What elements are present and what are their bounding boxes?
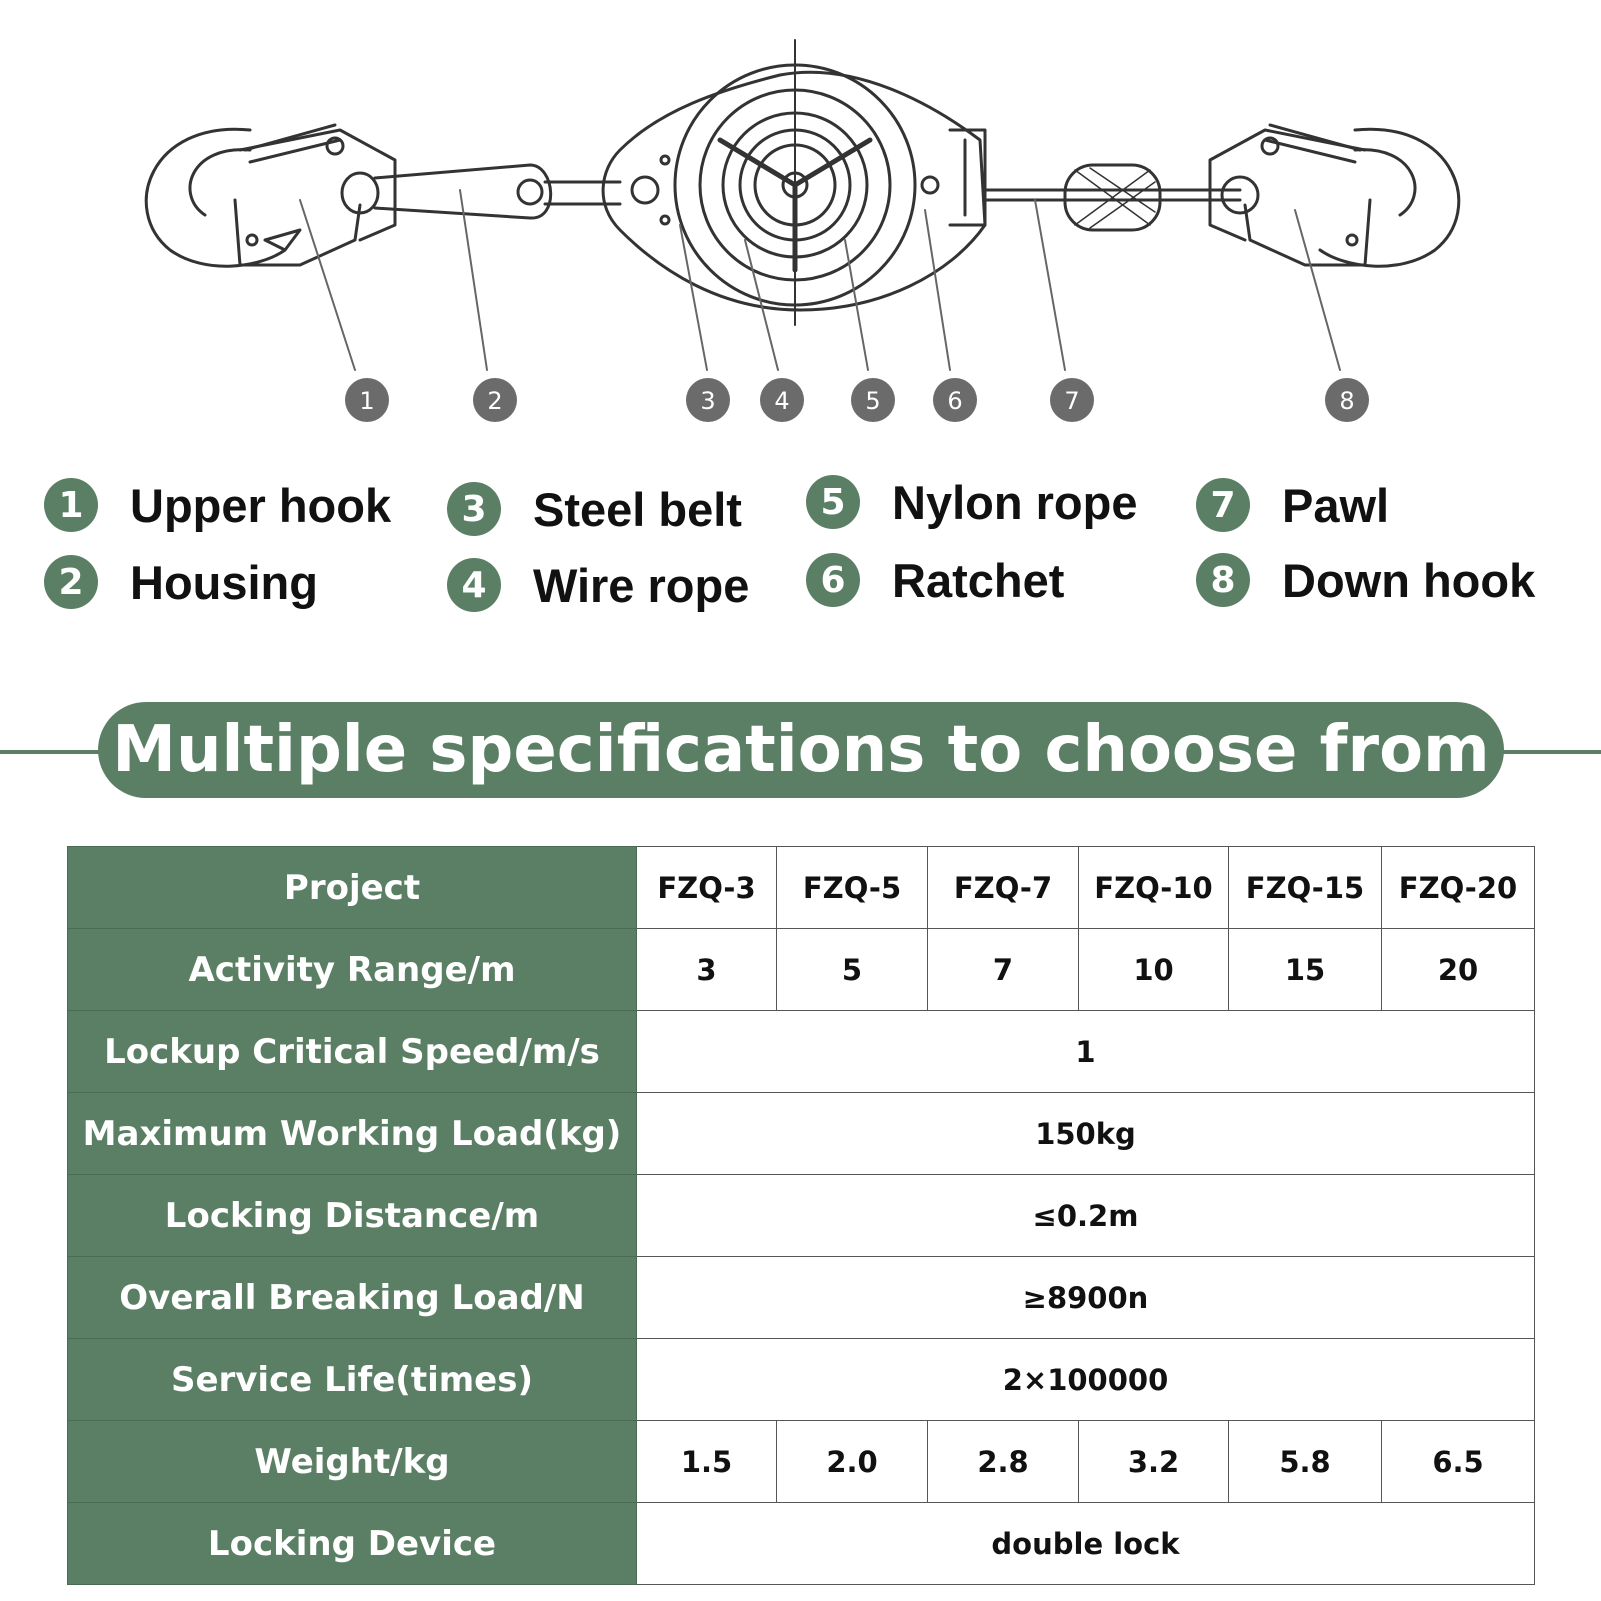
svg-text:7: 7 <box>1064 387 1079 415</box>
table-row-project: Project FZQ-3 FZQ-5 FZQ-7 FZQ-10 FZQ-15 … <box>67 846 1535 929</box>
row-header: Project <box>67 846 637 929</box>
value-cell: 1 <box>636 1010 1535 1093</box>
table-row-service-life: Service Life(times) 2×100000 <box>67 1338 1535 1421</box>
banner-line-right <box>1490 750 1601 754</box>
legend-number-badge: 7 <box>1196 478 1250 532</box>
banner-line-left <box>0 750 110 754</box>
value-cell: 20 <box>1381 928 1535 1011</box>
row-header: Service Life(times) <box>67 1338 637 1421</box>
row-header: Locking Distance/m <box>67 1174 637 1257</box>
specification-table: Project FZQ-3 FZQ-5 FZQ-7 FZQ-10 FZQ-15 … <box>67 846 1535 1585</box>
legend-label: Steel belt <box>533 482 742 536</box>
legend-number-badge: 2 <box>44 555 98 609</box>
legend-item-nylon-rope: 5 Nylon rope <box>806 472 1137 532</box>
table-row-activity-range: Activity Range/m 3 5 7 10 15 20 <box>67 928 1535 1011</box>
wire-rope-drawing <box>983 163 1242 232</box>
model-cell: FZQ-5 <box>776 846 928 929</box>
value-cell: 5.8 <box>1228 1420 1382 1503</box>
callout-4: 4 <box>760 378 804 422</box>
row-header: Maximum Working Load(kg) <box>67 1092 637 1175</box>
legend-label: Housing <box>130 555 318 609</box>
table-row-lockup-speed: Lockup Critical Speed/m/s 1 <box>67 1010 1535 1093</box>
callout-3: 3 <box>686 378 730 422</box>
callout-1: 1 <box>345 378 389 422</box>
value-cell: 3.2 <box>1078 1420 1229 1503</box>
row-header: Overall Breaking Load/N <box>67 1256 637 1339</box>
svg-text:4: 4 <box>774 387 789 415</box>
value-cell: 5 <box>776 928 928 1011</box>
legend-number-badge: 5 <box>806 475 860 529</box>
legend-label: Pawl <box>1282 478 1390 532</box>
model-cell: FZQ-3 <box>636 846 777 929</box>
model-cell: FZQ-7 <box>927 846 1079 929</box>
value-cell: 6.5 <box>1381 1420 1535 1503</box>
legend-item-pawl: 7 Pawl <box>1196 475 1389 535</box>
down-hook-drawing <box>1208 123 1461 268</box>
svg-text:3: 3 <box>700 387 715 415</box>
fall-arrester-diagram: 1 2 3 4 5 6 7 8 <box>144 39 1461 422</box>
main-body-drawing <box>601 39 987 326</box>
value-cell: 2.8 <box>927 1420 1079 1503</box>
table-row-breaking-load: Overall Breaking Load/N ≥8900n <box>67 1256 1535 1339</box>
row-header: Locking Device <box>67 1502 637 1585</box>
legend-number-badge: 3 <box>447 482 501 536</box>
value-cell: double lock <box>636 1502 1535 1585</box>
value-cell: 2×100000 <box>636 1338 1535 1421</box>
housing-link-drawing <box>340 163 622 220</box>
value-cell: ≥8900n <box>636 1256 1535 1339</box>
model-cell: FZQ-20 <box>1381 846 1535 929</box>
callout-7: 7 <box>1050 378 1094 422</box>
table-row-weight: Weight/kg 1.5 2.0 2.8 3.2 5.8 6.5 <box>67 1420 1535 1503</box>
legend-label: Down hook <box>1282 553 1536 607</box>
value-cell: ≤0.2m <box>636 1174 1535 1257</box>
legend-item-housing: 2 Housing <box>44 552 318 612</box>
callout-5: 5 <box>851 378 895 422</box>
value-cell: 10 <box>1078 928 1229 1011</box>
table-row-locking-distance: Locking Distance/m ≤0.2m <box>67 1174 1535 1257</box>
legend-item-steel-belt: 3 Steel belt <box>447 479 742 539</box>
upper-hook-drawing <box>144 123 397 268</box>
svg-text:8: 8 <box>1339 387 1354 415</box>
row-header: Lockup Critical Speed/m/s <box>67 1010 637 1093</box>
value-cell: 1.5 <box>636 1420 777 1503</box>
leader-lines <box>299 189 1341 371</box>
legend-label: Upper hook <box>130 478 392 532</box>
legend-label: Ratchet <box>892 553 1065 607</box>
legend-number-badge: 6 <box>806 553 860 607</box>
svg-text:5: 5 <box>865 387 880 415</box>
callout-6: 6 <box>933 378 977 422</box>
model-cell: FZQ-15 <box>1228 846 1382 929</box>
value-cell: 3 <box>636 928 777 1011</box>
legend-item-down-hook: 8 Down hook <box>1196 550 1535 610</box>
legend-label: Wire rope <box>533 558 750 612</box>
legend-item-upper-hook: 1 Upper hook <box>44 475 391 535</box>
legend-number-badge: 1 <box>44 478 98 532</box>
table-row-max-load: Maximum Working Load(kg) 150kg <box>67 1092 1535 1175</box>
section-banner: Multiple specifications to choose from <box>98 702 1504 798</box>
svg-text:1: 1 <box>359 387 374 415</box>
parts-legend: 1 Upper hook 2 Housing 3 Steel belt 4 Wi… <box>0 475 1601 635</box>
row-header: Activity Range/m <box>67 928 637 1011</box>
diagram-callouts: 1 2 3 4 5 6 7 8 <box>345 378 1369 422</box>
svg-text:6: 6 <box>947 387 962 415</box>
value-cell: 2.0 <box>776 1420 928 1503</box>
svg-text:2: 2 <box>487 387 502 415</box>
legend-item-ratchet: 6 Ratchet <box>806 550 1064 610</box>
value-cell: 7 <box>927 928 1079 1011</box>
callout-8: 8 <box>1325 378 1369 422</box>
value-cell: 15 <box>1228 928 1382 1011</box>
table-row-locking-device: Locking Device double lock <box>67 1502 1535 1585</box>
callout-2: 2 <box>473 378 517 422</box>
value-cell: 150kg <box>636 1092 1535 1175</box>
model-cell: FZQ-10 <box>1078 846 1229 929</box>
legend-number-badge: 4 <box>447 558 501 612</box>
legend-label: Nylon rope <box>892 475 1138 529</box>
legend-item-wire-rope: 4 Wire rope <box>447 555 749 615</box>
legend-number-badge: 8 <box>1196 553 1250 607</box>
row-header: Weight/kg <box>67 1420 637 1503</box>
